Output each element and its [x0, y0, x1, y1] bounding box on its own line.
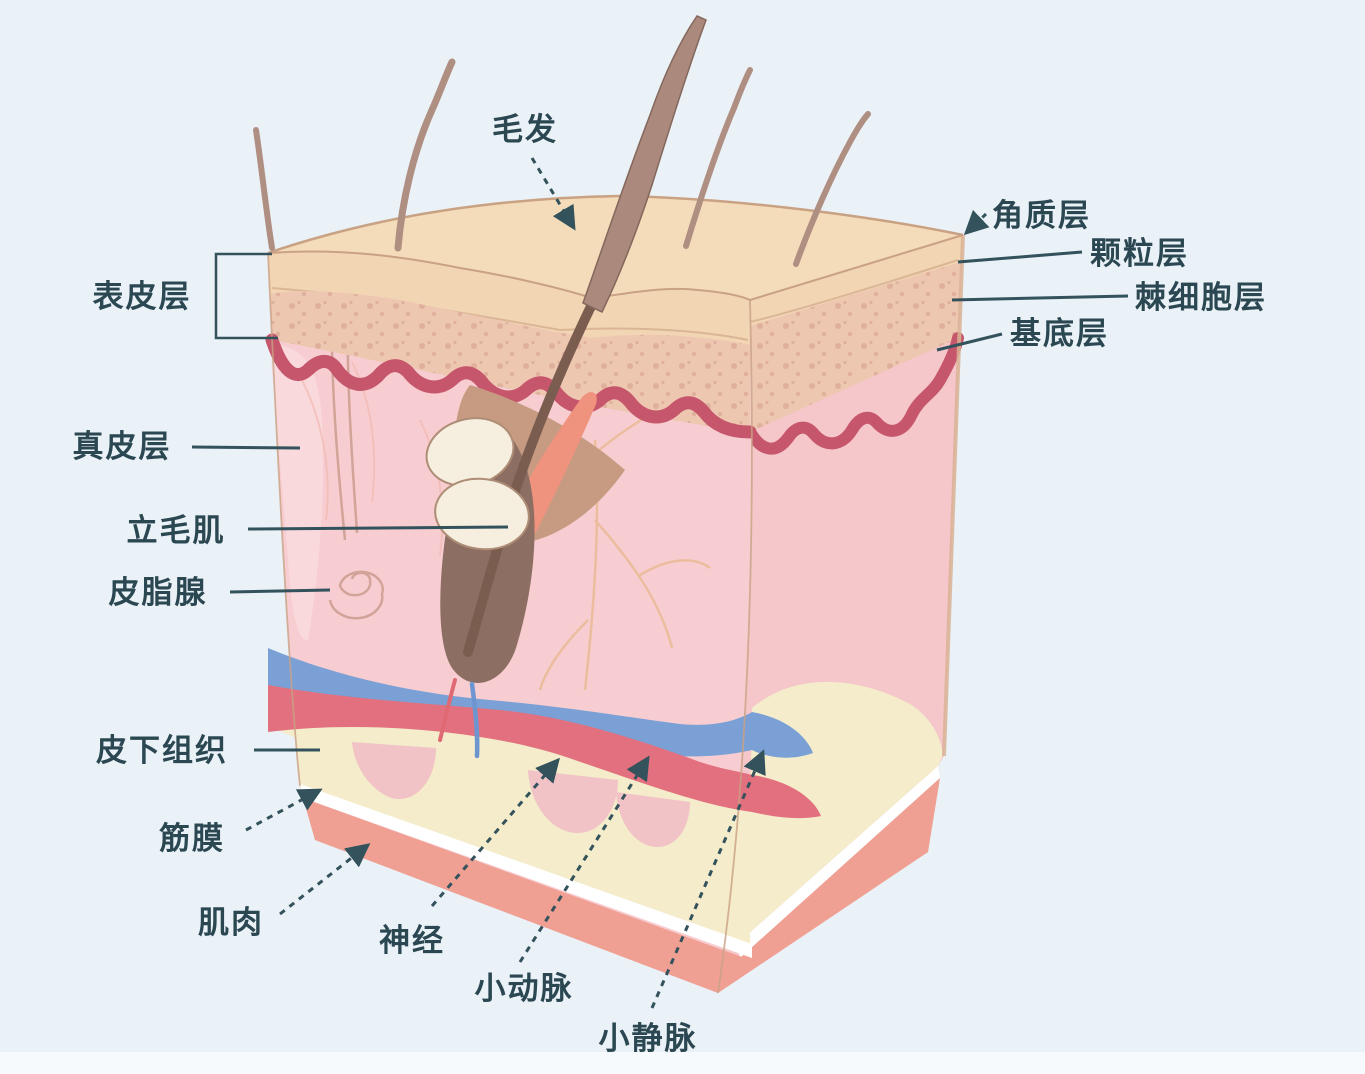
- label-venule: 小静脉: [599, 1021, 698, 1056]
- label-arrector-pili: 立毛肌: [127, 513, 226, 548]
- front-face-fascia: [300, 784, 752, 958]
- hair-follicle-unit: [425, 295, 625, 759]
- leader-sebaceous-gland: [229, 588, 331, 594]
- side-face-fascia: [737, 766, 940, 958]
- leader-hair: [530, 157, 576, 231]
- label-sebaceous-gland: 皮脂腺: [109, 575, 208, 610]
- hair-strand: [793, 111, 871, 267]
- epidermis-bracket: [214, 252, 278, 340]
- dermal-papilla-bump: [528, 770, 618, 834]
- leader-venule: [650, 749, 766, 1009]
- label-epidermis: 表皮层: [93, 279, 192, 314]
- labels: 毛发 角质层 颗粒层 棘细胞层 基底层 表皮层 真皮层 立毛肌 皮脂腺 皮下组织…: [73, 112, 1267, 1056]
- leader-granular-layer: [957, 250, 1083, 264]
- leader-nerve: [430, 757, 560, 907]
- label-nerve: 神经: [379, 923, 445, 958]
- label-spinous-layer: 棘细胞层: [1135, 280, 1267, 315]
- label-muscle: 肌肉: [198, 905, 264, 940]
- hair-strand: [683, 67, 753, 249]
- follicle-vein-twig: [469, 681, 480, 759]
- side-face-vein-taper: [752, 712, 813, 758]
- skin-block: [253, 15, 965, 994]
- side-face-artery-taper: [752, 775, 821, 819]
- dermal-papilla-bump: [616, 792, 690, 848]
- hairs: [253, 15, 871, 313]
- label-dermis: 真皮层: [73, 429, 172, 464]
- label-arteriole: 小动脉: [475, 971, 574, 1006]
- leader-arrector-pili: [247, 525, 509, 531]
- front-face-dermis-light: [270, 345, 324, 640]
- leader-fascia: [245, 788, 323, 832]
- side-face-corneum-texture-line: [749, 259, 959, 323]
- label-granular-layer: 颗粒层: [1090, 236, 1189, 271]
- front-face: [265, 251, 757, 994]
- hair-strand: [394, 58, 456, 252]
- hair-strand-main: [582, 15, 707, 313]
- leader-dermis: [191, 445, 301, 450]
- artery-band: [268, 685, 752, 812]
- follicle-artery-twig: [438, 678, 457, 742]
- side-face-corneum: [750, 235, 963, 326]
- side-face-basal-wave: [744, 332, 964, 455]
- sebaceous-gland: [425, 417, 530, 551]
- front-face-corneum: [268, 251, 750, 345]
- side-face-muscle: [718, 778, 940, 993]
- leader-stratum-corneum: [963, 209, 990, 236]
- label-hair: 毛发: [492, 112, 558, 147]
- leader-spinous-layer: [951, 294, 1129, 302]
- side-face: [718, 234, 965, 993]
- dermis-fiber-sketches: [301, 361, 444, 557]
- label-fascia: 筋膜: [159, 821, 225, 856]
- side-face-granular-speckles: [750, 262, 961, 432]
- label-subcutaneous-tissue: 皮下组织: [96, 733, 228, 768]
- dermal-papilla-bump: [352, 742, 436, 800]
- leader-arteriole: [518, 755, 650, 963]
- page-background-bottom-strip: [0, 1052, 1365, 1074]
- label-stratum-corneum: 角质层: [992, 198, 1091, 233]
- side-face-edge-strip: [942, 234, 965, 757]
- leader-basal-layer: [936, 332, 1003, 352]
- front-face-muscle: [303, 798, 745, 993]
- hair-strand: [253, 127, 275, 251]
- vein-band: [268, 648, 752, 757]
- leader-lines: [191, 157, 1129, 1009]
- label-basal-layer: 基底层: [1010, 316, 1109, 351]
